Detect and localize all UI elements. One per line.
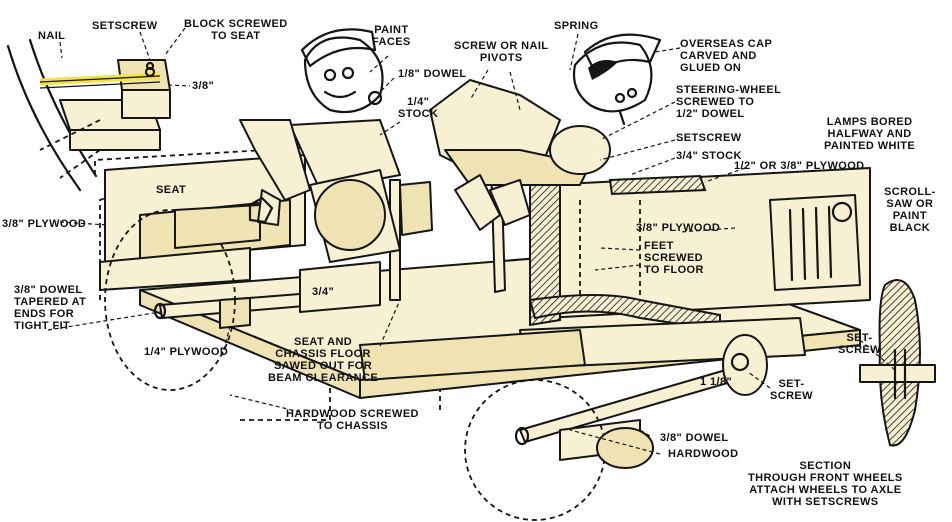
grille (769, 194, 861, 291)
headlamp (831, 201, 853, 223)
label-spring: SPRING (554, 20, 599, 32)
label-screw-nail-pivots: SCREW OR NAIL PIVOTS (454, 40, 549, 64)
steering-wheel (549, 125, 611, 175)
label-paint-faces: PAINT FACES (372, 24, 411, 48)
label-three-quarter-stock: 3/4" STOCK (676, 150, 742, 162)
label-eighth-dowel: 1/8" DOWEL (398, 68, 467, 80)
passenger-figure (239, 28, 433, 263)
label-dowel-tapered: 3/8" DOWEL TAPERED AT ENDS FOR TIGHT FIT (14, 284, 87, 332)
rear-left-wheel (104, 209, 236, 391)
label-half-or-3-8-plywood: 1/2" OR 3/8" PLYWOOD (734, 160, 865, 172)
label-quarter-plywood: 1/4" PLYWOOD (144, 346, 229, 358)
label-feet-screwed: FEET SCREWED TO FLOOR (644, 240, 704, 276)
seat-mount-inset (6, 38, 171, 192)
label-seat-chassis: SEAT AND CHASSIS FLOOR SAWED OUT FOR BEA… (268, 336, 379, 384)
label-quarter-stock: 1/4" STOCK (398, 96, 439, 120)
label-three-eighths-dowel: 3/8" DOWEL (660, 432, 729, 444)
label-overseas-cap: OVERSEAS CAP CARVED AND GLUED ON (680, 38, 773, 74)
front-right-wheel-hub (722, 334, 768, 396)
label-seat: SEAT (156, 184, 187, 196)
passenger-arm (239, 119, 311, 201)
label-section-through-wheels: SECTION THROUGH FRONT WHEELS ATTACH WHEE… (748, 460, 903, 508)
label-plywood-center: 3/8" PLYWOOD (636, 222, 721, 234)
front-wheel-section (859, 279, 936, 447)
label-setscrew-mid: SETSCREW (676, 132, 742, 144)
label-inset-3-8: 3/8" (192, 80, 215, 92)
label-nail: NAIL (38, 30, 66, 42)
label-plywood-left: 3/8" PLYWOOD (2, 218, 87, 230)
driver-figure (429, 33, 662, 231)
seat-block (299, 261, 381, 313)
label-hardwood-screwed: HARDWOOD SCREWED TO CHASSIS (286, 408, 419, 432)
label-steering-wheel: STEERING-WHEEL SCREWED TO 1/2" DOWEL (676, 84, 782, 120)
label-setscrew-inset: SETSCREW (92, 20, 158, 32)
passenger-cap (300, 28, 377, 68)
label-one-and-eighth: 1 1/8" (700, 376, 733, 388)
driver-head (572, 41, 653, 113)
label-set-screw-wheel: SET- SCREW (770, 378, 813, 402)
label-block-screwed: BLOCK SCREWED TO SEAT (184, 18, 288, 42)
label-three-quarter-block: 3/4" (312, 286, 335, 298)
label-hardwood: HARDWOOD (668, 448, 739, 460)
label-set-screw-right: SET- SCREW (838, 332, 881, 356)
label-scroll-saw: SCROLL- SAW OR PAINT BLACK (884, 186, 936, 234)
leader-lines (47, 27, 896, 455)
label-lamps-bored: LAMPS BORED HALFWAY AND PAINTED WHITE (824, 116, 916, 152)
